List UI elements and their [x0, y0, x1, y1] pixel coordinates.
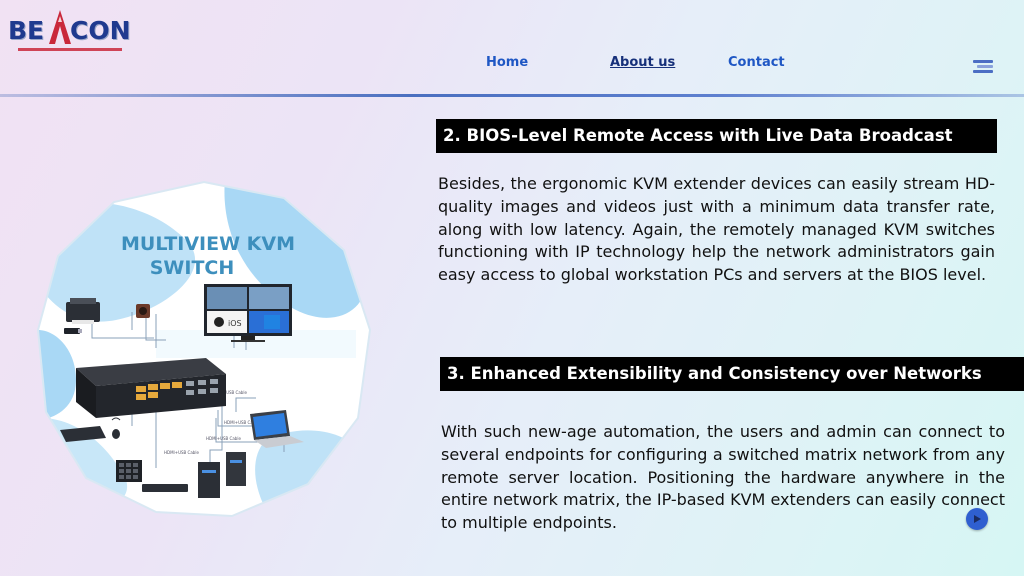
logo-underline [18, 48, 122, 51]
hamburger-menu-icon[interactable] [971, 60, 993, 74]
logo-a-mark-icon [49, 10, 71, 44]
section-body: With such new-age automation, the users … [441, 422, 1005, 533]
cable-label: HDMI+USB Cable [224, 420, 259, 425]
cable-label: HDMI+USB Cable [212, 390, 247, 395]
cable-label: HDMI+USB Cable [164, 450, 199, 455]
logo-text-right: CON [70, 16, 131, 45]
menu-bar [973, 70, 993, 73]
kvm-switch-illustration: HDMI+USB Cable HDMI+USB Cable HDMI+USB C… [36, 180, 372, 518]
section-heading: 2. BIOS-Level Remote Access with Live Da… [436, 119, 997, 153]
nav-home-link[interactable]: Home [486, 55, 529, 70]
menu-bar [977, 65, 993, 68]
nav-about-link[interactable]: About us [610, 55, 676, 70]
play-arrow-icon [974, 515, 981, 523]
section-heading: 3. Enhanced Extensibility and Consistenc… [440, 357, 1024, 391]
header-divider [0, 94, 1024, 97]
cable-label: HDMI+USB Cable [206, 436, 241, 441]
site-header: BE CON Home About us Contact [0, 0, 1024, 97]
section-body: Besides, the ergonomic KVM extender devi… [438, 174, 995, 285]
arrow-right-circle-icon[interactable] [966, 508, 988, 530]
brand-logo[interactable]: BE CON [8, 8, 131, 52]
illustration-title-line2: SWITCH [150, 257, 235, 279]
nav-contact-link[interactable]: Contact [728, 55, 785, 70]
logo-text-left: BE [8, 16, 45, 45]
monitor-os-label: iOS [228, 319, 242, 328]
illustration-title-line1: MULTIVIEW KVM [121, 233, 295, 255]
menu-bar [973, 60, 993, 63]
